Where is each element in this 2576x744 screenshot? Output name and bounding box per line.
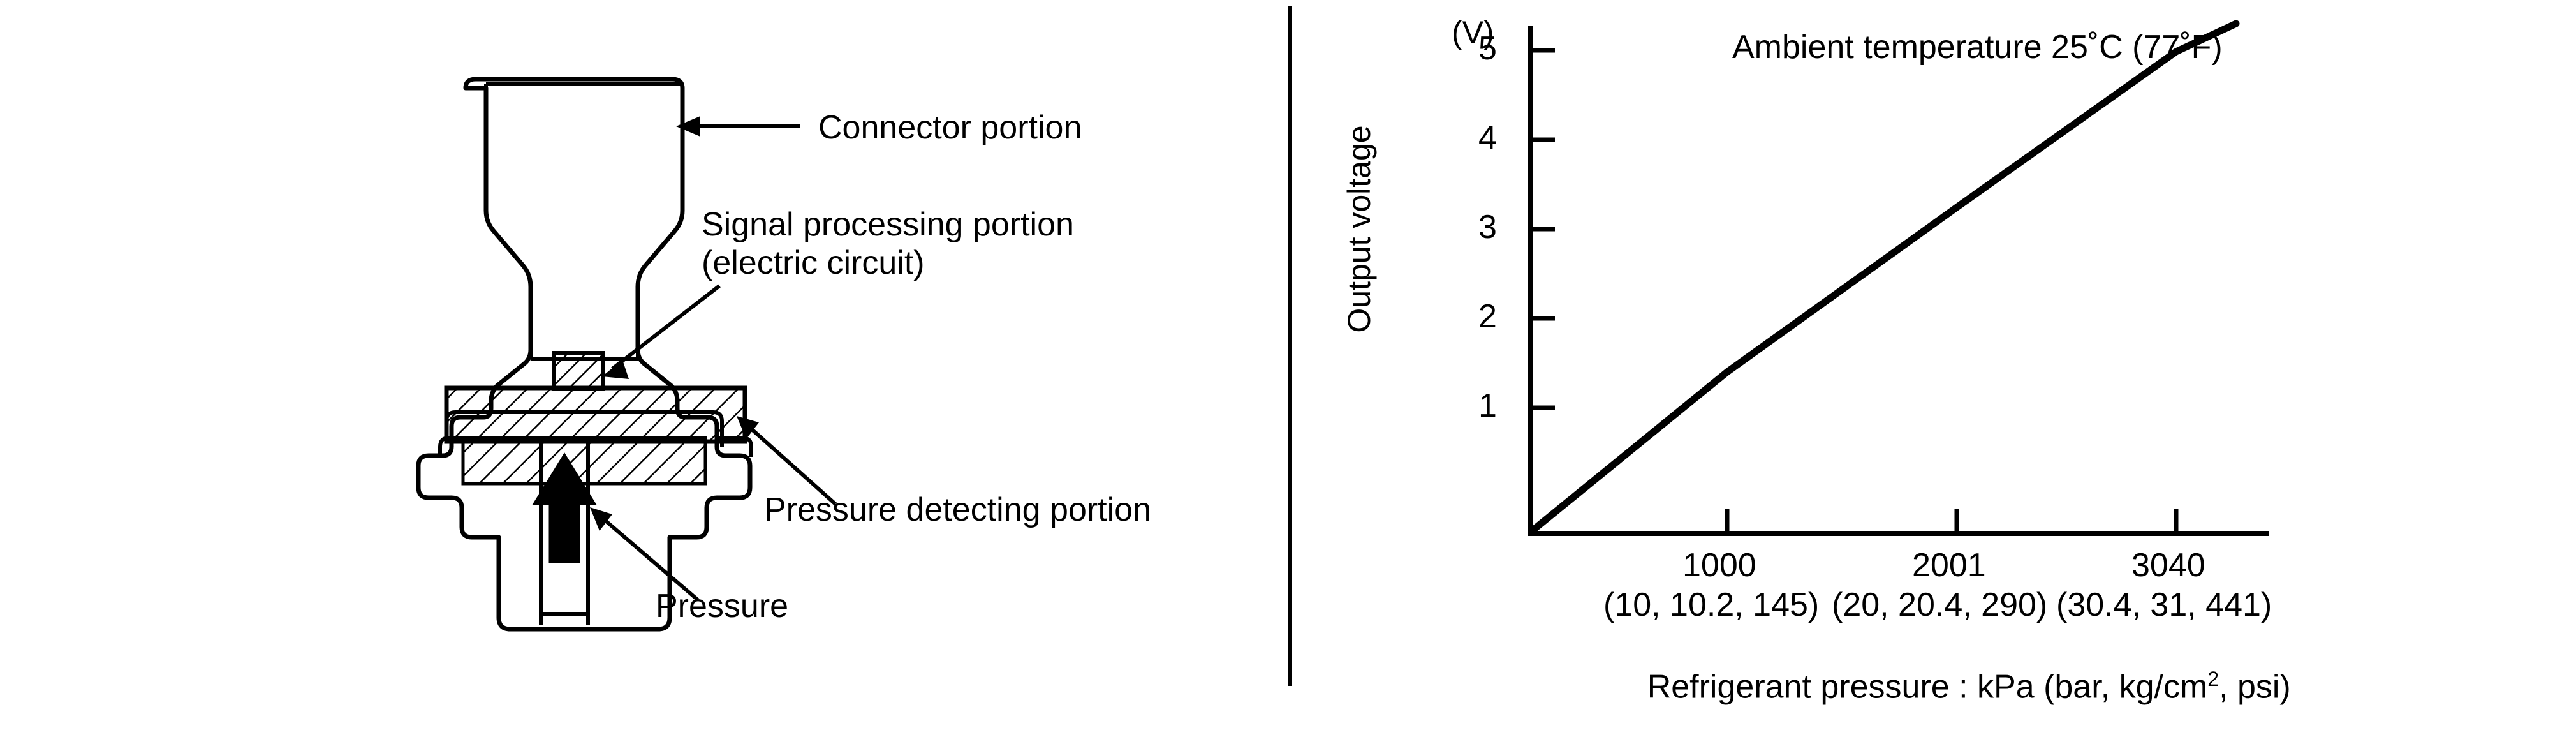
callout-label-pressure: Pressure <box>656 588 789 625</box>
sensor-cross-section-drawing <box>416 77 837 632</box>
x-axis-title: Refrigerant pressure : kPa (bar, kg/cm2,… <box>1592 629 2291 744</box>
x-axis-title-suffix: , psi) <box>2219 668 2291 706</box>
output-voltage-line-series <box>1528 20 2240 535</box>
callout-label-signal-processing-portion: Signal processing portion <box>702 206 1074 243</box>
y-tick-label-2: 2 <box>1478 298 1497 335</box>
pressure-port-bore <box>539 442 590 625</box>
detecting-under-plate <box>461 436 707 486</box>
y-tick-label-5: 5 <box>1478 30 1497 67</box>
callout-leader-connector <box>676 116 800 137</box>
pressure-flow-arrow <box>532 452 597 563</box>
diagram-page: Connector portion Signal processing port… <box>0 0 2576 705</box>
callout-leader-pressure <box>590 507 699 602</box>
connector-cavity <box>484 84 684 361</box>
y-tick-label-4: 4 <box>1478 119 1497 156</box>
x-tick-label-2001: 2001 <box>1912 547 1986 584</box>
callout-leader-detecting <box>737 416 837 506</box>
y-tick-label-3: 3 <box>1478 209 1497 246</box>
pressure-detecting-slab <box>444 385 747 444</box>
x-tick-label-1000: 1000 <box>1682 547 1756 584</box>
callout-leader-signal-processing <box>602 284 721 379</box>
callout-label-pressure-detecting-portion: Pressure detecting portion <box>764 491 1152 528</box>
y-tick-label-1: 1 <box>1478 387 1497 424</box>
x-tick-label-3040: 3040 <box>2131 547 2205 584</box>
x-axis-title-prefix: Refrigerant pressure : kPa (bar, kg/cm <box>1647 668 2208 706</box>
sensor-diagram-panel: Connector portion Signal processing port… <box>0 0 1288 694</box>
y-axis-ticks <box>1531 48 1555 410</box>
x-axis-ticks <box>1725 509 2179 533</box>
x-tick-sublabel-3: (30.4, 31, 441) <box>2056 586 2272 623</box>
callout-label-electric-circuit: (electric circuit) <box>702 244 925 281</box>
chart-plot-area <box>1528 20 2269 536</box>
x-tick-sublabel-2: (20, 20.4, 290) <box>1832 586 2048 623</box>
signal-processing-chip <box>552 351 605 391</box>
panel-divider <box>1288 6 1292 686</box>
y-axis-unit: (V) <box>1452 15 1494 50</box>
x-axis-title-superscript: 2 <box>2207 667 2219 690</box>
y-axis-title: Output voltage <box>1341 125 1377 333</box>
x-tick-sublabel-1: (10, 10.2, 145) <box>1603 586 1820 623</box>
chart-panel: Ambient temperature 25˚C (77˚F) (V) Outp… <box>1292 0 2576 705</box>
callout-label-connector-portion: Connector portion <box>818 109 1082 146</box>
